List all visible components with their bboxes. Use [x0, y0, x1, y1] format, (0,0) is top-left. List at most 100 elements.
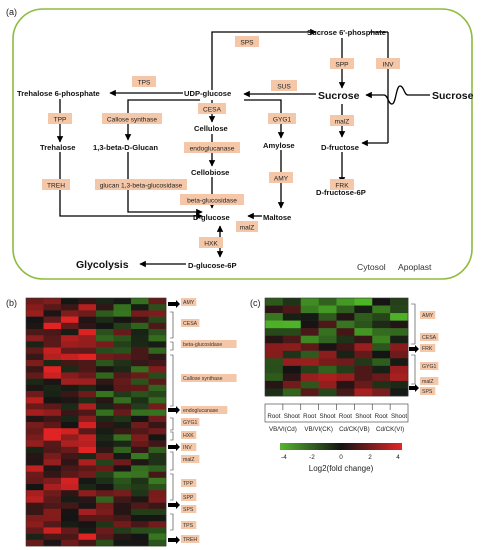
heatmap-cell: [131, 539, 149, 547]
heatmap-cell: [96, 378, 114, 386]
metabolite-glycolysis: Glycolysis: [76, 259, 129, 271]
panel-label-a: (a): [6, 7, 17, 17]
colorbar: [280, 443, 402, 450]
heatmap-cell: [78, 515, 97, 522]
heatmap-cell: [26, 502, 44, 510]
heatmap-cell: [61, 477, 79, 485]
heatmap-cell: [96, 360, 114, 367]
heatmap-cell: [131, 409, 149, 417]
heatmap-cell: [131, 477, 149, 485]
heatmap-cell: [96, 440, 114, 448]
heatmap-cell: [43, 440, 62, 448]
heatmap-c-column-label: Shoot: [355, 413, 371, 420]
heatmap-cell: [148, 391, 167, 398]
heatmap-cell: [148, 490, 167, 497]
heatmap-cell: [43, 360, 62, 367]
heatmap-cell: [131, 353, 149, 361]
heatmap-b-label: INV: [181, 443, 197, 451]
heatmap-b-label-text: malZ: [183, 457, 195, 463]
heatmap-cell: [113, 484, 132, 491]
heatmap-cell: [131, 446, 149, 454]
heatmap-cell: [113, 527, 132, 534]
metabolite-trehalose: Trehalose: [40, 143, 75, 152]
heatmap-cell: [43, 415, 62, 423]
heatmap-cell: [61, 422, 79, 429]
heatmap-cell: [148, 378, 167, 386]
heatmap-cell: [390, 343, 409, 352]
heatmap-cell: [26, 440, 44, 448]
heatmap-cell: [113, 360, 132, 367]
heatmap-cell: [43, 453, 62, 460]
heatmap-cell: [354, 328, 373, 336]
heatmap-cell: [26, 453, 44, 460]
heatmap-cell: [318, 350, 337, 359]
heatmap-cell: [78, 384, 97, 392]
enzyme-glucan-glucosidase: glucan 1,3-beta-glucosidase: [100, 183, 183, 190]
heatmap-cell: [78, 521, 97, 528]
heatmap-cell: [300, 350, 319, 359]
heatmap-cell: [96, 366, 114, 373]
heatmap-cell: [61, 360, 79, 367]
heatmap-cell: [148, 298, 167, 305]
heatmap-cell: [354, 320, 373, 329]
colorbar-ticks: -4 -2 0 2 4: [281, 454, 400, 461]
metabolite-sucrose-6-phosphate: Sucrose 6'-phosphate: [307, 28, 386, 37]
heatmap-cell: [43, 316, 62, 324]
heatmap-cell: [336, 298, 355, 306]
enzyme-sps: SPS: [240, 40, 254, 47]
heatmap-cell: [96, 422, 114, 429]
heatmap-cell: [113, 422, 132, 429]
heatmap-cell: [113, 353, 132, 361]
heatmap-cell: [148, 496, 167, 503]
heatmap-cell: [26, 341, 44, 348]
heatmap-c-column-label: Root: [267, 413, 280, 420]
enzyme-endoglucanase: endoglucanase: [190, 146, 235, 153]
heatmap-cell: [96, 341, 114, 348]
heatmap-cell: [336, 313, 355, 321]
heatmap-cell: [282, 343, 302, 352]
heatmap-cell: [96, 316, 114, 324]
heatmap-cell: [78, 446, 97, 454]
heatmap-cell: [96, 409, 114, 417]
heatmap-b-label-text: TPP: [183, 481, 194, 487]
metabolite-d-glucose-6p: D-glucose-6P: [188, 261, 237, 270]
heatmap-cell: [26, 360, 44, 367]
heatmap-cell: [113, 310, 132, 317]
heatmap-cell: [78, 533, 97, 541]
heatmap-b-label-text: SPP: [183, 495, 194, 501]
heatmap-b-label-text: HXK: [183, 433, 194, 439]
heatmap-cell: [282, 380, 302, 389]
panel-label-c: (c): [250, 298, 261, 308]
heatmap-cell: [390, 313, 409, 321]
heatmap-cell: [390, 388, 409, 397]
heatmap-cell: [26, 539, 44, 547]
heatmap-cell: [265, 320, 284, 329]
heatmap-cell: [61, 378, 79, 386]
heatmap-cell: [43, 335, 62, 342]
heatmap-cell: [354, 298, 373, 306]
heatmap-c-column-label: Root: [303, 413, 316, 420]
heatmap-cell: [96, 322, 114, 330]
heatmap-cell: [43, 484, 62, 491]
heatmap-cell: [265, 313, 284, 321]
heatmap-cell: [113, 372, 132, 379]
heatmap-cell: [61, 391, 79, 398]
heatmap-cell: [26, 409, 44, 417]
heatmap-cell: [43, 384, 62, 392]
heatmap-cell: [148, 397, 167, 404]
heatmap-cell: [43, 471, 62, 479]
heatmap-cell: [354, 380, 373, 389]
heatmap-cell: [282, 328, 302, 336]
heatmap-cell: [131, 310, 149, 317]
heatmap-cell: [43, 378, 62, 386]
heatmap-cell: [131, 434, 149, 441]
heatmap-cell: [43, 409, 62, 417]
heatmap-cell: [61, 527, 79, 534]
heatmap-cell: [300, 335, 319, 344]
metabolite-d-glucose: D-glucose: [193, 213, 230, 222]
heatmap-cell: [265, 388, 284, 397]
heatmap-cell: [131, 496, 149, 503]
heatmap-cell: [265, 380, 284, 389]
heatmap-b-label: AMY: [181, 298, 197, 306]
heatmap-cell: [354, 335, 373, 344]
